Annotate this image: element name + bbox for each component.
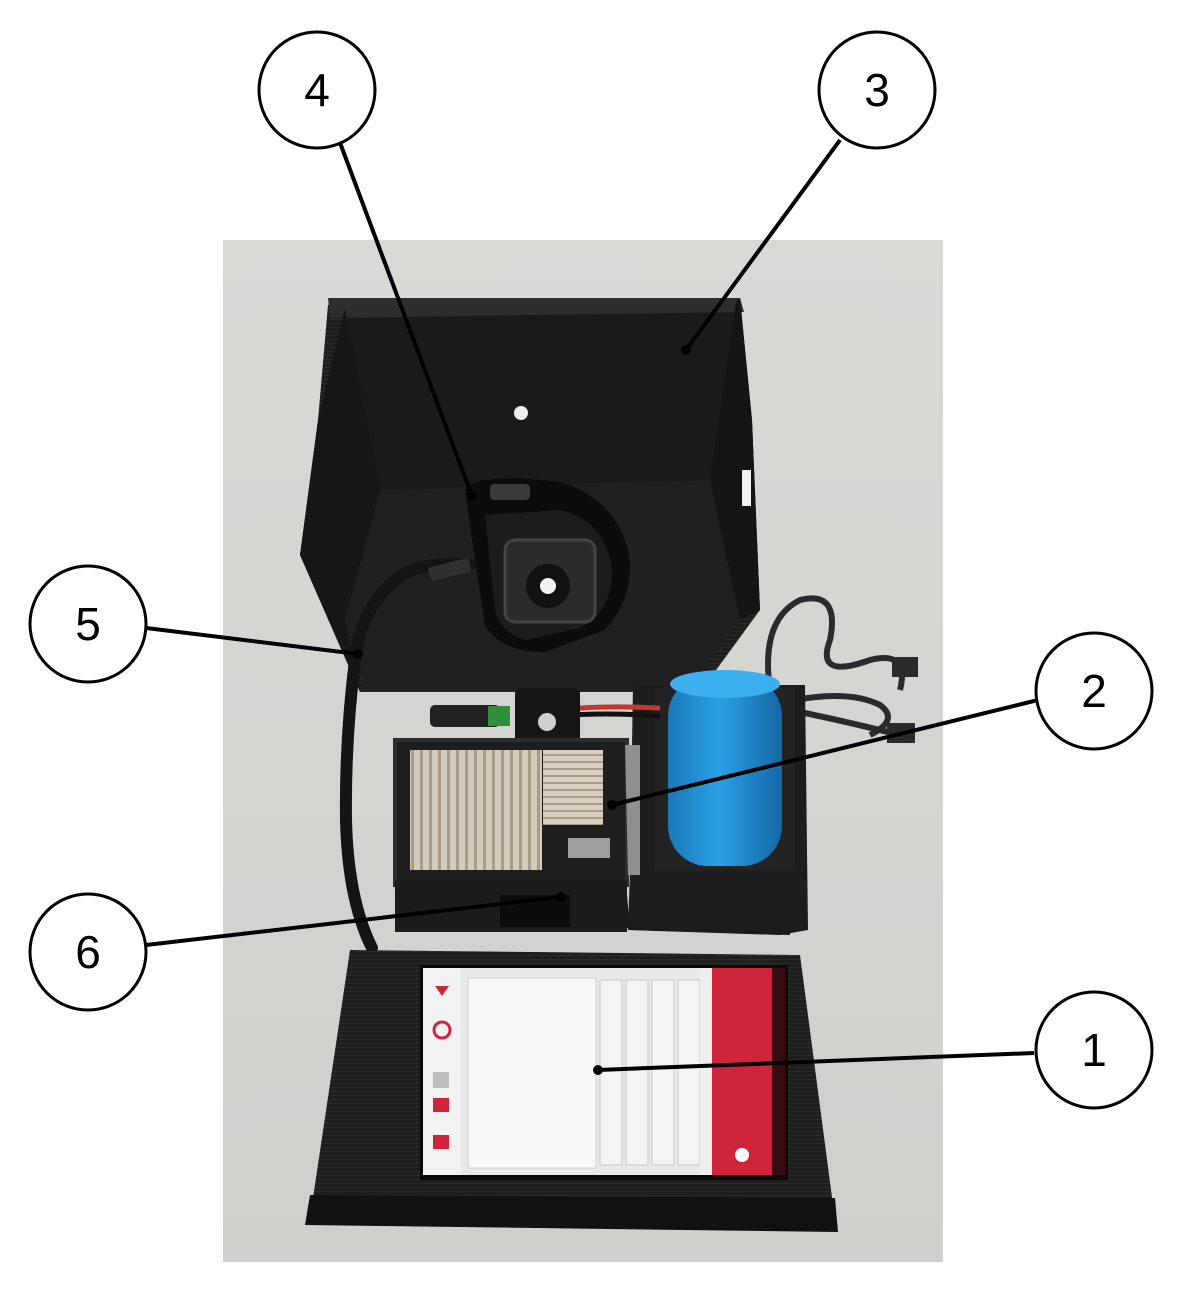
wires <box>430 704 661 727</box>
callout-2: 2 <box>1034 631 1154 751</box>
leader-line-2 <box>611 698 1039 807</box>
leader-line-5 <box>145 626 359 656</box>
touchscreen-1 <box>423 968 785 1175</box>
leader-line-4 <box>337 139 474 497</box>
callout-label-4: 4 <box>304 64 330 116</box>
callout-4: 4 <box>257 30 377 150</box>
leader-lines <box>145 138 1039 1072</box>
callout-6: 6 <box>28 892 148 1012</box>
callout-label-5: 5 <box>75 598 101 650</box>
callout-3: 3 <box>817 30 937 150</box>
battery-housing <box>628 670 808 935</box>
callout-label-1: 1 <box>1081 1024 1107 1076</box>
callout-label-2: 2 <box>1081 665 1107 717</box>
leader-line-6 <box>145 895 562 947</box>
charger-cable <box>765 595 918 743</box>
leader-dots <box>353 345 691 1075</box>
optical-fitting <box>515 688 580 748</box>
sensor-head-4 <box>465 478 631 652</box>
leader-line-1 <box>597 1051 1035 1072</box>
usb-cable-5 <box>339 558 476 954</box>
callout-5: 5 <box>28 564 148 684</box>
leader-line-3 <box>684 138 842 352</box>
callout-1: 1 <box>1034 990 1154 1110</box>
callout-label-6: 6 <box>75 926 101 978</box>
sensor-module-2 <box>393 738 790 935</box>
blue-battery <box>668 676 782 866</box>
callout-label-3: 3 <box>864 64 890 116</box>
